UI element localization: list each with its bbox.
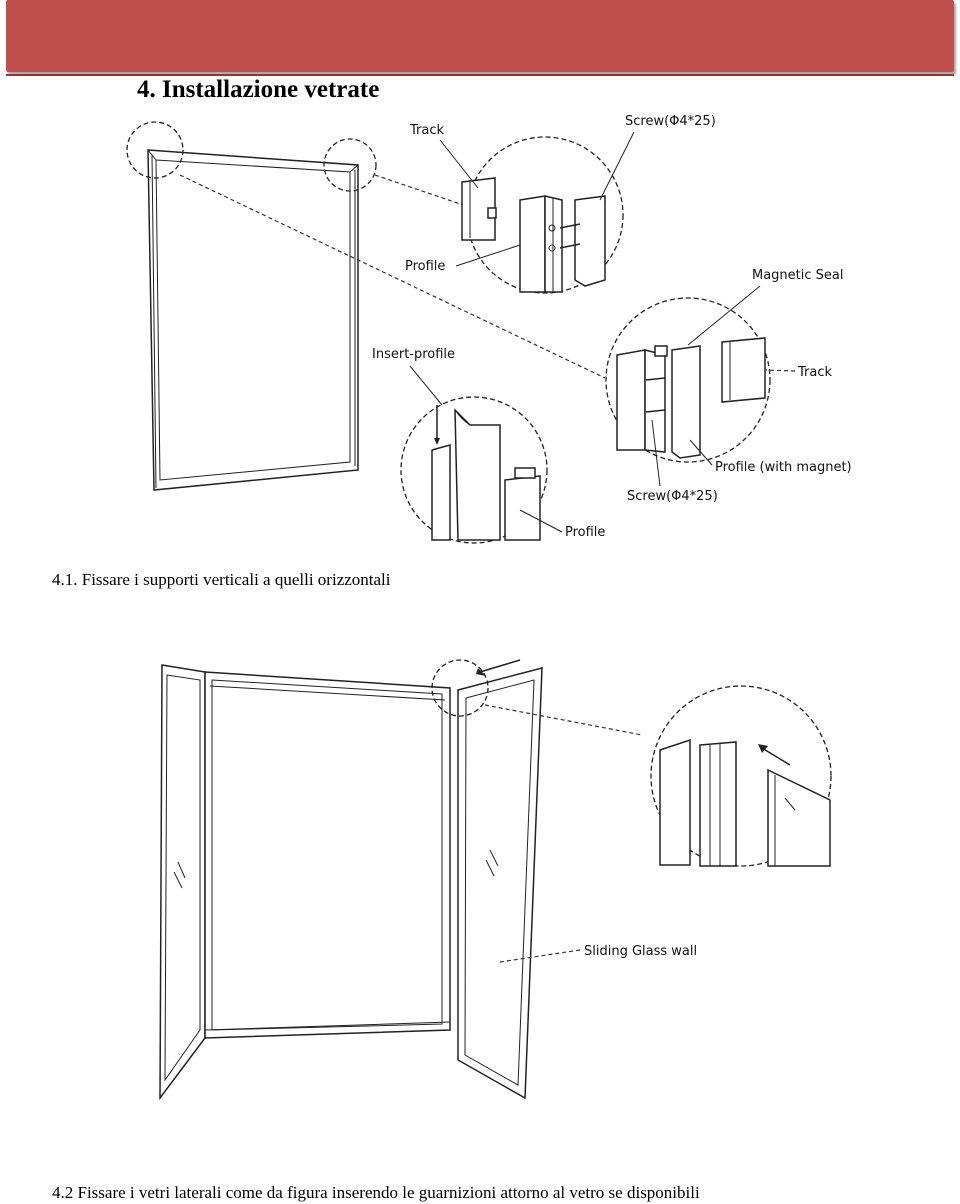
label-profile-bottom: Profile <box>565 525 605 540</box>
leader-line-corner <box>484 704 643 736</box>
glass-frame-front <box>147 149 359 491</box>
detail-circle-top-right <box>323 138 377 192</box>
figure-side-panels: Sliding Glass wall <box>159 659 832 1101</box>
label-screw-bottom: Screw(Φ4*25) <box>627 489 718 504</box>
header-banner-shadow <box>6 74 954 76</box>
detail-magnetic-seal <box>605 297 771 463</box>
figure-frame-assembly: Track Screw(Φ4*25) Profile Magnetic Seal… <box>126 114 852 544</box>
label-track-top: Track <box>409 123 444 138</box>
back-glass-panel <box>204 671 451 1039</box>
page-title: 4. Installazione vetrate <box>137 76 380 103</box>
detail-track-screw <box>461 136 624 294</box>
label-magnetic-seal: Magnetic Seal <box>752 268 844 283</box>
right-sliding-glass-panel <box>457 667 543 1100</box>
label-profile-top: Profile <box>405 259 445 274</box>
caption-step-4-2: 4.2 Fissare i vetri laterali come da fig… <box>52 1183 700 1202</box>
detail-insert-profile <box>400 396 548 544</box>
label-insert-profile: Insert-profile <box>372 347 455 362</box>
detail-circle-corner <box>431 659 489 717</box>
leader-line-middle <box>179 174 606 379</box>
caption-step-4-1: 4.1. Fissare i supporti verticali a quel… <box>52 570 391 589</box>
label-track-right: Track <box>797 365 832 380</box>
detail-seal-insert <box>650 685 832 867</box>
label-screw-top: Screw(Φ4*25) <box>625 114 716 129</box>
label-profile-with-magnet: Profile (with magnet) <box>715 460 852 475</box>
header-banner <box>6 0 954 72</box>
label-sliding-glass-wall: Sliding Glass wall <box>584 944 697 959</box>
left-side-glass-panel <box>159 664 206 1101</box>
detail-circle-top-left <box>126 121 184 179</box>
